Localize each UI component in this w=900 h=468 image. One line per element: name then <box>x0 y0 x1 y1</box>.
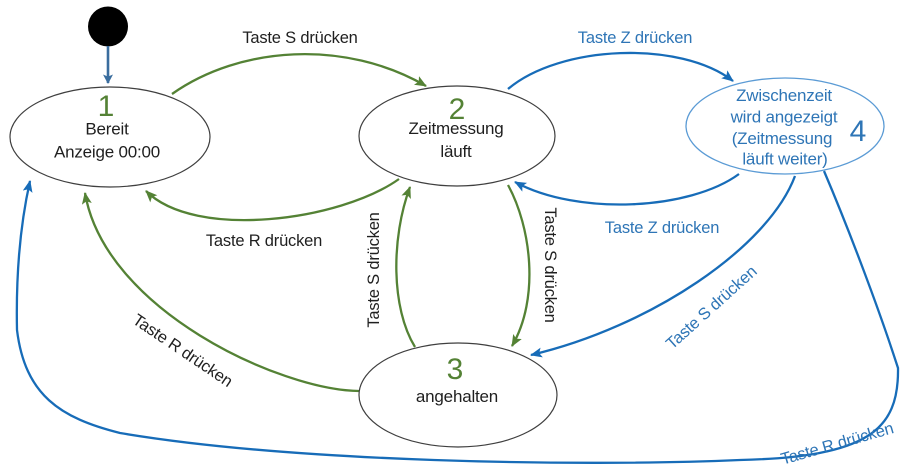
svg-text:läuft weiter): läuft weiter) <box>742 150 827 169</box>
svg-text:4: 4 <box>850 115 867 148</box>
svg-text:Zwischenzeit: Zwischenzeit <box>736 86 832 105</box>
svg-text:Taste Z drücken: Taste Z drücken <box>605 219 719 237</box>
svg-text:1: 1 <box>98 90 115 123</box>
svg-text:Anzeige 00:00: Anzeige 00:00 <box>54 143 160 162</box>
svg-text:Taste R drücken: Taste R drücken <box>779 419 896 468</box>
svg-text:Taste S drücken: Taste S drücken <box>242 29 357 47</box>
svg-text:Taste S drücken: Taste S drücken <box>663 262 761 353</box>
svg-text:Taste S drücken: Taste S drücken <box>365 212 383 327</box>
svg-text:läuft: läuft <box>440 142 472 161</box>
svg-text:angehalten: angehalten <box>416 387 498 406</box>
svg-text:wird angezeigt: wird angezeigt <box>730 108 838 127</box>
svg-text:Taste R drücken: Taste R drücken <box>206 232 322 250</box>
svg-text:Zeitmessung: Zeitmessung <box>408 119 503 138</box>
svg-text:(Zeitmessung: (Zeitmessung <box>732 129 833 148</box>
svg-text:Taste S drücken: Taste S drücken <box>541 207 559 322</box>
svg-text:2: 2 <box>449 93 466 126</box>
svg-text:Bereit: Bereit <box>85 120 129 139</box>
svg-text:3: 3 <box>447 353 464 386</box>
svg-text:Taste Z drücken: Taste Z drücken <box>578 29 692 47</box>
